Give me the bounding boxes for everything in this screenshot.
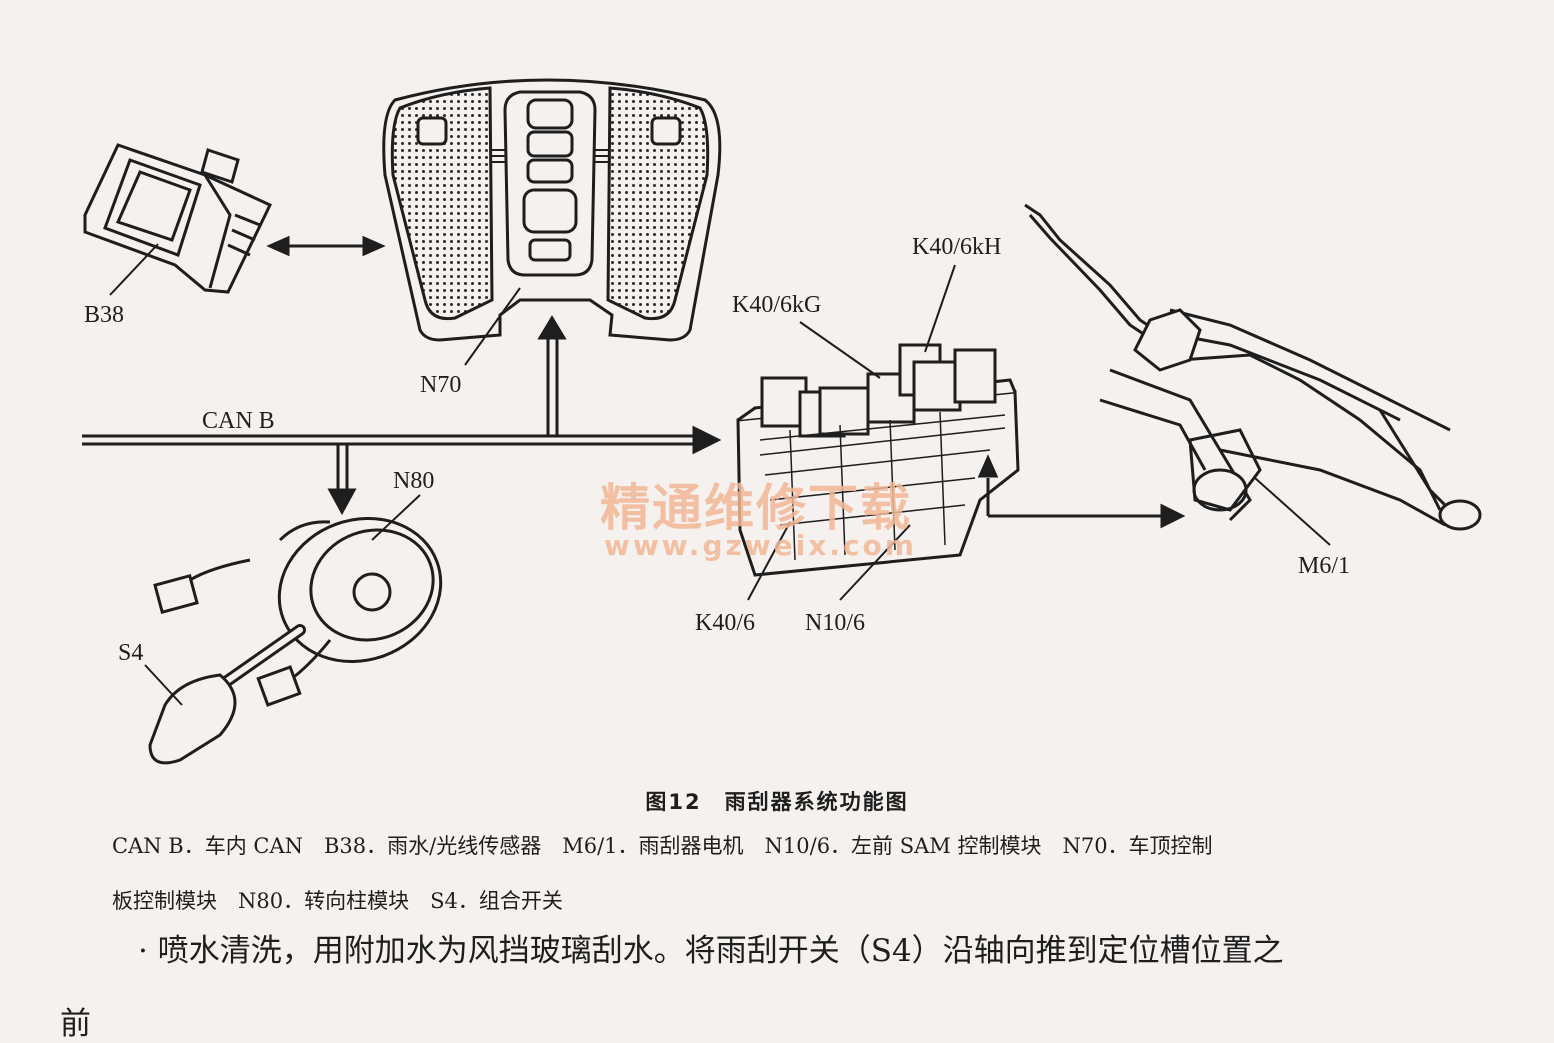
body-text-line-1: · 喷水清洗，用附加水为风挡玻璃刮水。将雨刮开关（S4）沿轴向推到定位槽位置之 (138, 933, 1284, 969)
label-n10-6: N10/6 (805, 610, 865, 636)
overhead-control-panel-n70 (382, 78, 722, 342)
label-n70: N70 (420, 372, 461, 398)
label-k40-6kh: K40/6kH (912, 234, 1001, 260)
label-k40-6kg: K40/6kG (732, 292, 821, 318)
fuse-relay-box-n10-6 (736, 343, 1020, 577)
wiper-system-diagram: B38 N70 CAN B N80 S4 K40/6kH K40/6kG K40… (82, 78, 1482, 765)
watermark-url: www.gzweix.com (604, 529, 917, 562)
steering-column-module-n80 (148, 516, 443, 765)
label-k40-6: K40/6 (695, 610, 755, 636)
label-b38: B38 (84, 302, 124, 328)
label-n80: N80 (393, 468, 434, 494)
watermark-main: 精通维修下载 (600, 479, 912, 537)
leader-lines (109, 243, 1331, 706)
label-s4: S4 (118, 640, 143, 666)
legend-line-2: 板控制模块 N80．转向柱模块 S4．组合开关 (112, 889, 563, 913)
figure-caption: 图12 雨刮器系统功能图 (645, 790, 909, 814)
label-can-b: CAN B (202, 408, 275, 434)
rain-light-sensor-b38 (83, 143, 273, 294)
label-m6-1: M6/1 (1298, 553, 1350, 579)
wiper-motor-m6-1 (1024, 203, 1482, 531)
connection-lines (82, 235, 1186, 529)
legend-line-1: CAN B．车内 CAN B38．雨水/光线传感器 M6/1．雨刮器电机 N10… (112, 834, 1213, 858)
body-text-line-2: 前 (60, 1006, 91, 1042)
